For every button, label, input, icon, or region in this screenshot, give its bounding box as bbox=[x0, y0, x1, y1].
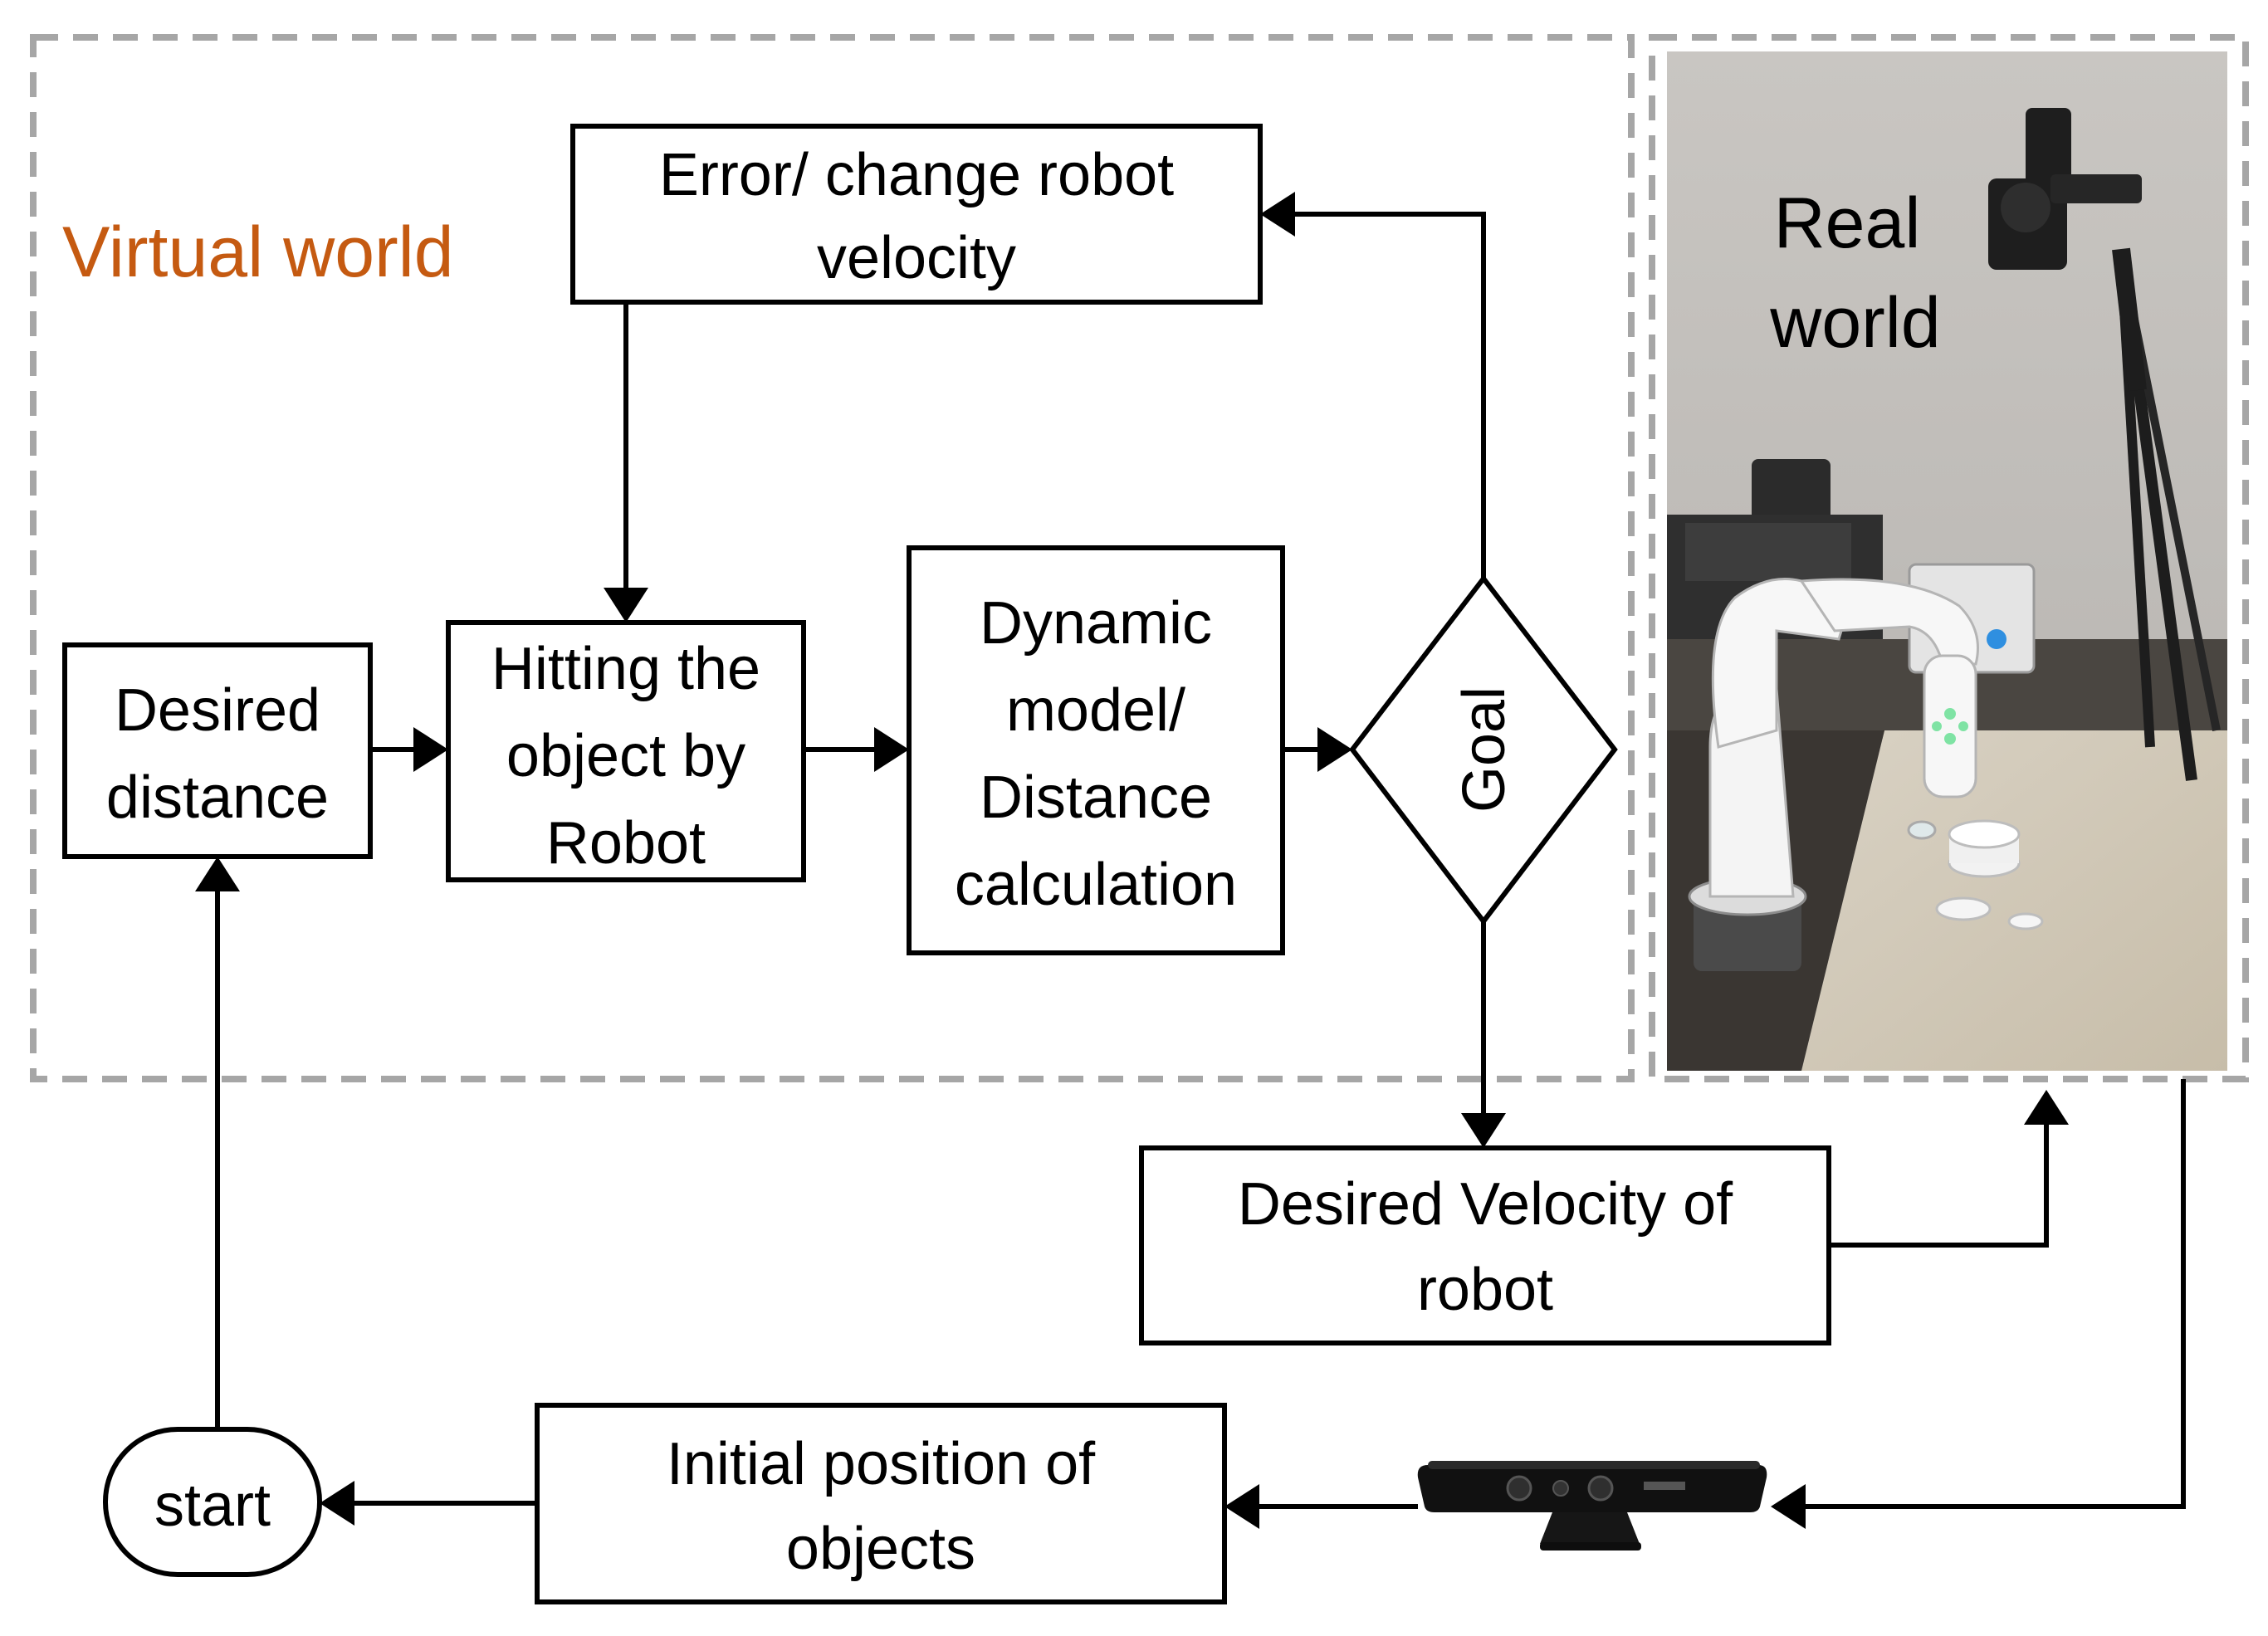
kinect-sensor-icon bbox=[1417, 1461, 1767, 1551]
initial-position-box bbox=[535, 1403, 1227, 1604]
arrowhead-start bbox=[320, 1481, 354, 1526]
desired-distance-line2: distance bbox=[106, 764, 329, 831]
goal-label: Goal bbox=[1451, 686, 1518, 813]
real-world-photo bbox=[1667, 51, 2227, 1071]
dynamic-line2: model/ bbox=[1006, 677, 1185, 744]
virtual-world-region bbox=[30, 34, 1635, 1082]
arrowhead-error bbox=[1260, 192, 1295, 237]
real-world-region bbox=[1649, 34, 2249, 1082]
arrowhead-real-world bbox=[2024, 1090, 2069, 1125]
desired-velocity-line2: robot bbox=[1417, 1257, 1553, 1323]
start-terminal bbox=[103, 1427, 322, 1577]
virtual-world-label: Virtual world bbox=[62, 212, 454, 292]
desired-velocity-box bbox=[1139, 1145, 1831, 1345]
initial-position-line2: objects bbox=[786, 1516, 975, 1582]
dynamic-line3: Distance bbox=[980, 764, 1212, 831]
arrowhead-hitting-top bbox=[604, 588, 648, 623]
arrowhead-initial bbox=[1224, 1484, 1259, 1529]
arrowhead-hitting bbox=[413, 727, 448, 772]
arrowhead-goal bbox=[1317, 727, 1352, 772]
connectors bbox=[195, 192, 2186, 1529]
error-box-line1: Error/ change robot bbox=[659, 142, 1174, 208]
arrow-real-to-kinect bbox=[1797, 1079, 2186, 1509]
error-box-line2: velocity bbox=[817, 225, 1016, 291]
arrowhead-distance bbox=[195, 857, 240, 891]
arrow-velocity-to-real bbox=[1829, 1116, 2049, 1248]
hitting-line3: Robot bbox=[546, 810, 706, 877]
real-world-label-line2: world bbox=[1769, 283, 1941, 363]
dynamic-line4: calculation bbox=[955, 852, 1237, 918]
error-box bbox=[570, 124, 1263, 305]
initial-position-line1: Initial position of bbox=[667, 1431, 1096, 1497]
start-label: start bbox=[154, 1472, 271, 1539]
dynamic-line1: Dynamic bbox=[980, 590, 1212, 657]
arrow-goal-to-error bbox=[1287, 212, 1486, 579]
hitting-line2: object by bbox=[506, 723, 745, 789]
arrowhead-kinect bbox=[1771, 1484, 1806, 1529]
hitting-line1: Hitting the bbox=[491, 636, 760, 702]
desired-distance-line1: Desired bbox=[115, 677, 320, 744]
dynamic-model-box bbox=[907, 545, 1285, 955]
arrowhead-dynamic bbox=[874, 727, 909, 772]
desired-velocity-line1: Desired Velocity of bbox=[1238, 1171, 1733, 1238]
arrowhead-velocity bbox=[1461, 1113, 1506, 1148]
real-world-label-line1: Real bbox=[1774, 183, 1921, 263]
